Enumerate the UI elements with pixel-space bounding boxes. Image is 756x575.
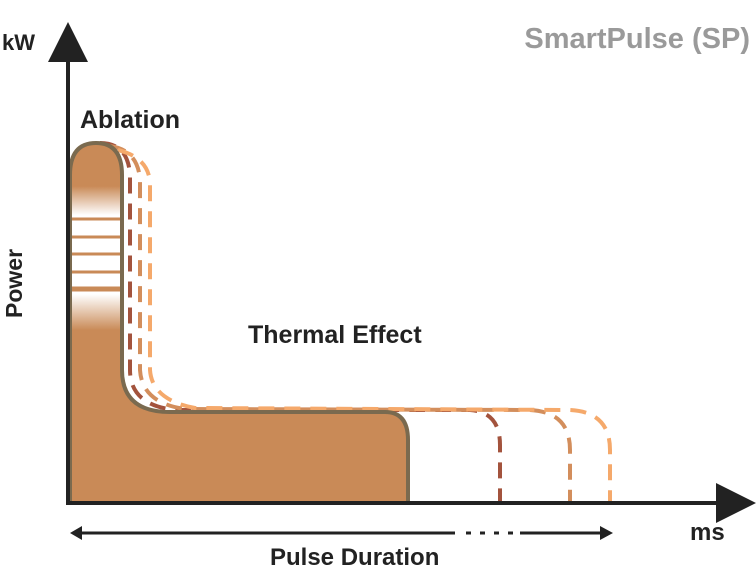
dashed-pulse-curves bbox=[99, 141, 612, 503]
x-axis-label: Pulse Duration bbox=[270, 544, 439, 570]
pulse-duration-arrow bbox=[70, 526, 613, 540]
x-unit-label: ms bbox=[690, 519, 725, 546]
y-axis-label: Power bbox=[1, 249, 27, 318]
thermal-effect-label: Thermal Effect bbox=[248, 321, 422, 349]
y-unit-label: kW bbox=[2, 30, 35, 55]
ablation-label: Ablation bbox=[80, 106, 180, 134]
diagram-title: SmartPulse (SP) bbox=[524, 23, 750, 55]
smartpulse-shape bbox=[68, 140, 410, 505]
dashed-pulse-2 bbox=[109, 144, 572, 503]
dashed-pulse-1 bbox=[99, 141, 502, 503]
ablation-stripes bbox=[72, 217, 120, 292]
dashed-pulse-3 bbox=[117, 148, 612, 503]
